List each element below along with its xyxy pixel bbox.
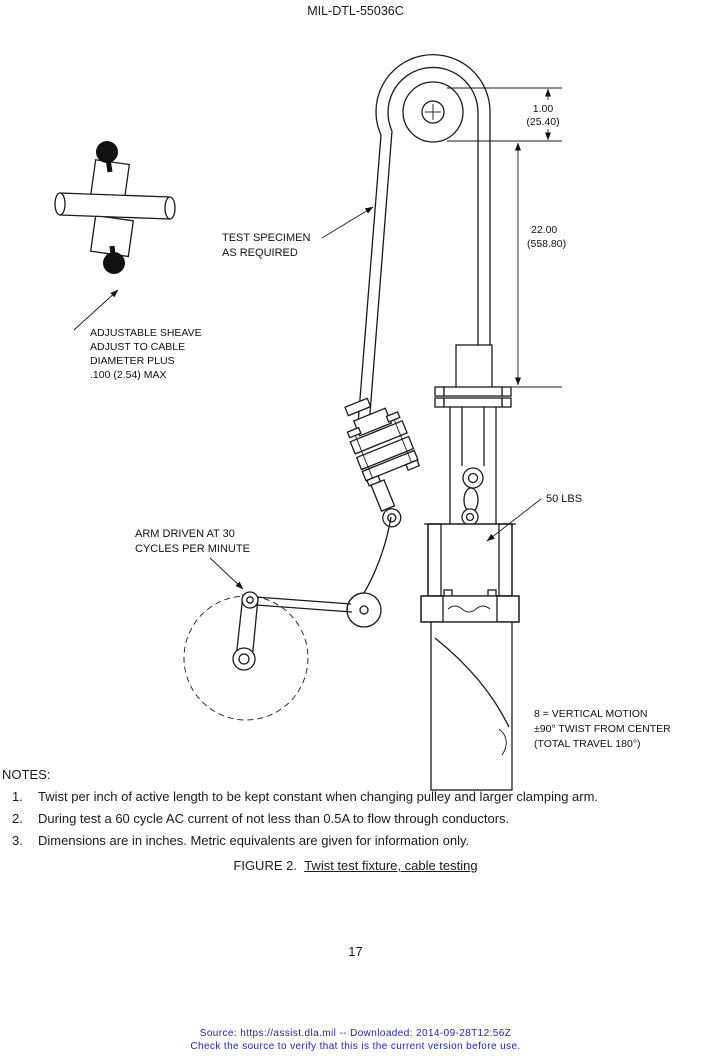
drive-pulley [346, 592, 382, 628]
note-item: 1. Twist per inch of active length to be… [0, 788, 703, 806]
weight-label: 50 LBS [486, 493, 582, 542]
dim-length-mm: (558.80) [527, 238, 566, 250]
figure-caption-prefix: FIGURE 2. [233, 858, 297, 873]
weight-block [424, 523, 516, 597]
crank-assembly [183, 591, 309, 721]
note-text: During test a 60 cycle AC current of not… [38, 811, 510, 826]
arm-driven-label: ARM DRIVEN AT 30 CYCLES PER MINUTE [135, 528, 250, 590]
svg-text:.100 (2.54) MAX: .100 (2.54) MAX [90, 369, 166, 381]
top-pulley [402, 81, 464, 143]
clamp-assembly [344, 397, 421, 528]
figure-caption-title: Twist test fixture, cable testing [304, 858, 478, 873]
sheave-roller-top [96, 141, 118, 163]
sheave-detail [54, 141, 176, 274]
test-specimen-line2: AS REQUIRED [222, 247, 298, 259]
svg-text:(TOTAL TRAVEL 180°): (TOTAL TRAVEL 180°) [534, 738, 641, 750]
document-footer: Source: https://assist.dla.mil -- Downlo… [0, 1027, 711, 1053]
notes-section: NOTES: 1. Twist per inch of active lengt… [0, 766, 703, 850]
arm-driven-leader [209, 557, 244, 590]
note-item: 2. During test a 60 cycle AC current of … [0, 810, 703, 828]
page-number: 17 [348, 944, 363, 959]
note-text: Twist per inch of active length to be ke… [38, 789, 599, 804]
notes-heading: NOTES: [2, 767, 51, 782]
adjustable-sheave-leader [73, 289, 119, 331]
test-specimen-line1: TEST SPECIMEN [222, 232, 310, 244]
svg-text:ARM DRIVEN AT 30: ARM DRIVEN AT 30 [135, 528, 235, 540]
svg-text:ADJUSTABLE SHEAVE: ADJUSTABLE SHEAVE [90, 327, 202, 339]
vertical-motion-label: 8 = VERTICAL MOTION ±90° TWIST FROM CENT… [534, 708, 671, 750]
svg-text:8 = VERTICAL MOTION: 8 = VERTICAL MOTION [534, 708, 648, 720]
dimension-pulley: 1.00 (25.40) [447, 87, 562, 142]
adjustable-sheave-label: ADJUSTABLE SHEAVE ADJUST TO CABLE DIAMET… [73, 289, 202, 381]
note-number: 1. [12, 789, 23, 804]
svg-text:±90° TWIST FROM CENTER: ±90° TWIST FROM CENTER [534, 723, 671, 735]
cylinder [430, 621, 513, 791]
test-specimen-label: TEST SPECIMEN AS REQUIRED [222, 206, 374, 259]
base-flange [420, 589, 520, 623]
connecting-rod [255, 596, 353, 613]
footer-source-line: Source: https://assist.dla.mil -- Downlo… [199, 1028, 512, 1039]
note-number: 2. [12, 811, 23, 826]
cable-loop [357, 54, 491, 427]
note-text: Dimensions are in inches. Metric equival… [38, 833, 470, 848]
note-number: 3. [12, 833, 23, 848]
svg-text:CYCLES PER MINUTE: CYCLES PER MINUTE [135, 543, 250, 555]
test-specimen-leader [321, 206, 374, 239]
document-header: MIL-DTL-55036C [307, 4, 404, 18]
svg-text:50 LBS: 50 LBS [546, 493, 582, 505]
note-item: 3. Dimensions are in inches. Metric equi… [0, 832, 703, 850]
footer-notice-line: Check the source to verify that this is … [190, 1041, 521, 1052]
specimen-grip [434, 344, 512, 526]
dim-pulley-mm: (25.40) [526, 116, 559, 128]
drive-cable [363, 516, 392, 594]
svg-text:ADJUST TO CABLE: ADJUST TO CABLE [90, 341, 185, 353]
svg-text:DIAMETER PLUS: DIAMETER PLUS [90, 355, 175, 367]
figure-caption: FIGURE 2. Twist test fixture, cable test… [0, 858, 711, 873]
weight-leader [486, 498, 542, 542]
dim-pulley-in: 1.00 [533, 103, 554, 115]
sheave-roller-bottom [103, 252, 125, 274]
dim-length-in: 22.00 [531, 224, 557, 236]
dimension-length: 22.00 (558.80) [493, 142, 566, 388]
